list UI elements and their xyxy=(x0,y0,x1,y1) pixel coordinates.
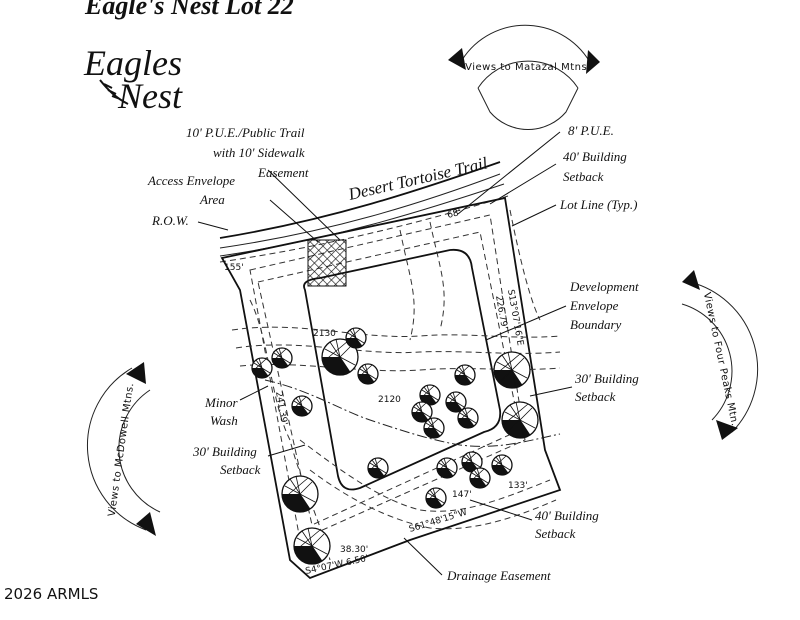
dimension-38: 38.30' xyxy=(340,545,368,555)
view-indicator-mcdowell: Views to McDowell Mtns. xyxy=(86,362,161,536)
view-label-matazal: Views to Matazal Mtns. xyxy=(465,62,591,73)
tree-icon xyxy=(251,357,273,379)
tree-icon xyxy=(469,467,491,489)
eagles-nest-logo: Eagles Nest xyxy=(83,43,183,116)
label-setback-40-bottom-2: Setback xyxy=(535,526,576,541)
logo-line-2: Nest xyxy=(117,76,183,116)
label-access-envelope-1: Access Envelope xyxy=(147,173,235,188)
view-indicator-matazal: Views to Matazal Mtns. xyxy=(448,24,600,130)
label-minor-wash-1: Minor xyxy=(204,395,238,410)
tree-icon xyxy=(457,407,479,429)
tree-icon xyxy=(454,364,476,386)
label-pue-trail-3: Easement xyxy=(257,165,309,180)
label-setback-40-bottom-1: 40' Building xyxy=(535,508,599,523)
label-drainage-easement: Drainage Easement xyxy=(446,568,551,583)
label-lot-line: Lot Line (Typ.) xyxy=(559,197,637,212)
label-pue-trail-1: 10' P.U.E./Public Trail xyxy=(186,125,305,140)
label-minor-wash-2: Wash xyxy=(210,413,238,428)
tree-icon xyxy=(423,417,445,439)
road-label: Desert Tortoise Trail xyxy=(346,153,490,204)
label-pue-8: 8' P.U.E. xyxy=(568,123,614,138)
label-dev-envelope-3: Boundary xyxy=(570,317,622,332)
tree-icon xyxy=(425,487,447,509)
dimension-133: 133' xyxy=(508,481,528,491)
tree-icon xyxy=(357,363,379,385)
dimension-147: 147' xyxy=(452,490,472,500)
tree-icon xyxy=(345,327,367,349)
dimension-labels: 155' S13°07'16"E 226.79' 241.39' S61°48'… xyxy=(224,208,528,577)
view-label-four-peaks: Views to Four Peaks Mtn. xyxy=(701,291,740,427)
label-setback-40-top-1: 40' Building xyxy=(563,149,627,164)
label-setback-30-left-1: 30' Building xyxy=(192,444,257,459)
tree-icon xyxy=(493,351,531,389)
access-envelope-crosshatch xyxy=(308,240,346,286)
label-access-envelope-2: Area xyxy=(199,192,225,207)
tree-icon xyxy=(367,457,389,479)
tree-icon xyxy=(281,475,319,513)
tree-icon xyxy=(271,347,293,369)
label-row: R.O.W. xyxy=(151,213,189,228)
feather-icon xyxy=(99,79,129,105)
view-label-mcdowell: Views to McDowell Mtns. xyxy=(107,382,137,517)
lot-boundary xyxy=(220,196,562,580)
page-title: Eagle's Nest Lot 22 xyxy=(84,0,294,20)
logo-line-1: Eagles xyxy=(83,43,182,83)
callout-leaders xyxy=(197,131,573,576)
label-dev-envelope-2: Envelope xyxy=(569,298,619,313)
label-setback-30-right-1: 30' Building xyxy=(574,371,639,386)
tree-icon xyxy=(501,401,539,439)
dimension-226: 226.79' xyxy=(493,295,509,330)
label-setback-30-left-2: Setback xyxy=(220,462,261,477)
label-setback-30-right-2: Setback xyxy=(575,389,616,404)
tree-icon xyxy=(491,454,513,476)
label-dev-envelope-1: Development xyxy=(569,279,639,294)
dimension-68: 68' xyxy=(446,208,462,221)
tree-icon xyxy=(293,527,331,565)
label-pue-trail-2: with 10' Sidewalk xyxy=(213,145,305,160)
dimension-155: 155' xyxy=(224,263,244,273)
tree-icon xyxy=(291,395,313,417)
copyright-notice: 2026 ARMLS xyxy=(4,585,98,603)
label-setback-40-top-2: Setback xyxy=(563,169,604,184)
minor-wash-line xyxy=(264,379,561,447)
view-indicator-four-peaks: Views to Four Peaks Mtn. xyxy=(681,270,759,440)
dimension-bearing-east: S13°07'16"E xyxy=(505,289,525,347)
tree-icon xyxy=(436,457,458,479)
contour-label-2130: 2130 xyxy=(313,329,336,339)
contour-label-2120: 2120 xyxy=(378,395,401,405)
